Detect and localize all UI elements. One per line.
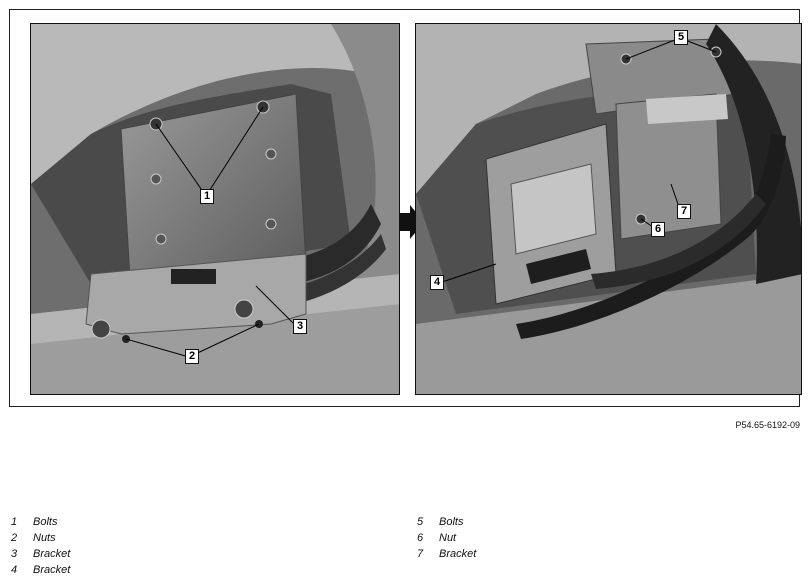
legend-left: 1 Bolts 2 Nuts 3 Bracket 4 Bracket — [11, 516, 70, 580]
legend-label: Bracket — [33, 548, 71, 560]
legend-right: 5 Bolts 6 Nut 7 Bracket — [417, 516, 476, 564]
photo-after: 5 6 7 4 — [415, 23, 802, 395]
legend-item: 2 Nuts — [11, 532, 70, 548]
callout-2: 2 — [185, 349, 199, 364]
legend-item: 3 Bracket — [11, 548, 70, 564]
legend-label: Bolts — [439, 516, 464, 528]
legend-item: 4 Bracket — [11, 564, 70, 580]
legend-number: 1 — [11, 516, 18, 528]
sequence-arrow-icon — [400, 205, 424, 239]
callout-1: 1 — [200, 189, 214, 204]
callout-6: 6 — [651, 222, 665, 237]
legend-item: 5 Bolts — [417, 516, 476, 532]
legend-item: 7 Bracket — [417, 548, 476, 564]
photo-before-drawing — [31, 24, 399, 394]
legend-label: Bracket — [439, 548, 477, 560]
legend-number: 6 — [417, 532, 424, 544]
legend-number: 2 — [11, 532, 18, 544]
legend-label: Bracket — [33, 564, 71, 576]
legend-number: 3 — [11, 548, 18, 560]
callout-3: 3 — [293, 319, 307, 334]
photo-after-drawing — [416, 24, 801, 394]
legend-label: Bolts — [33, 516, 58, 528]
callout-4: 4 — [430, 275, 444, 290]
figure-reference: P54.65-6192-09 — [735, 420, 800, 430]
legend-item: 6 Nut — [417, 532, 476, 548]
legend-label: Nut — [439, 532, 457, 544]
legend-number: 4 — [11, 564, 18, 576]
callout-7: 7 — [677, 204, 691, 219]
legend-number: 5 — [417, 516, 424, 528]
callout-5: 5 — [674, 30, 688, 45]
legend-label: Nuts — [33, 532, 56, 544]
photo-before: 1 2 3 — [30, 23, 400, 395]
legend-number: 7 — [417, 548, 424, 560]
legend-item: 1 Bolts — [11, 516, 70, 532]
